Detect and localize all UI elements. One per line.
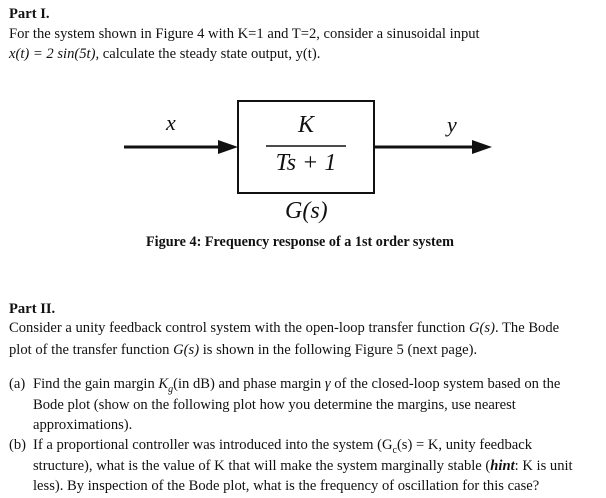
input-arrowhead: [218, 140, 238, 154]
part1-heading: Part I.: [9, 6, 50, 22]
part1-text-line1: For the system shown in Figure 4 with K=…: [9, 26, 480, 42]
transfer-function-symbol: G(s): [173, 342, 200, 358]
item-b-line1-a: If a proportional controller was introdu…: [33, 437, 393, 453]
gain-margin-symbol: K: [158, 376, 169, 392]
item-b-marker: (b): [9, 437, 27, 453]
input-label: x: [166, 110, 176, 135]
gain-margin-subscript: g: [168, 383, 174, 395]
item-a-line1-a: Find the gain margin: [33, 376, 159, 392]
part2-text-line1: Consider a unity feedback control system…: [9, 318, 559, 338]
transfer-denominator: Ts + 1: [275, 150, 337, 176]
transfer-function-block: [237, 100, 375, 194]
hint-label: hint: [490, 458, 515, 474]
item-b-line3: less). By inspection of the Bode plot, w…: [33, 478, 540, 494]
output-arrowhead: [472, 140, 492, 154]
item-a-line3: approximations).: [33, 417, 133, 433]
part2-line1-a: Consider a unity feedback control system…: [9, 320, 469, 336]
output-label: y: [447, 112, 457, 137]
phase-margin-symbol: γ: [324, 376, 331, 392]
transfer-numerator: K: [297, 112, 314, 138]
item-a-line1-b: (in dB) and phase margin: [173, 376, 325, 392]
part2-heading: Part II.: [9, 301, 56, 317]
part1-text-line2-rest: calculate the steady state output, y(t).: [99, 46, 321, 62]
item-a-line2: Bode plot (show on the following plot ho…: [33, 397, 516, 413]
part2-line2-b: is shown in the following Figure 5 (next…: [199, 342, 478, 358]
controller-subscript: c: [392, 444, 397, 456]
part2-line2-a: plot of the transfer function: [9, 342, 174, 358]
item-b-line1-b: (s) = K, unity feedback: [396, 437, 533, 453]
item-b-line1: If a proportional controller was introdu…: [33, 435, 532, 461]
transfer-function-label: G(s): [285, 198, 328, 224]
item-b-line2: structure), what is the value of K that …: [33, 456, 573, 476]
part2-text-line2: plot of the transfer function G(s) is sh…: [9, 340, 477, 360]
figure-caption: Figure 4: Frequency response of a 1st or…: [146, 234, 454, 250]
block-diagram: [124, 100, 492, 194]
item-a-marker: (a): [9, 376, 26, 392]
item-b-line2-a: structure), what is the value of K that …: [33, 458, 491, 474]
part2-line1-b: . The Bode: [494, 320, 560, 336]
item-b-line2-b: : K is unit: [514, 458, 573, 474]
item-a-line1-c: of the closed-loop system based on the: [330, 376, 561, 392]
part1-text-line2: x(t) = 2 sin(5t), calculate the steady s…: [9, 44, 320, 64]
item-a-line1: Find the gain margin Kg(in dB) and phase…: [33, 374, 560, 400]
transfer-function-symbol: G(s): [469, 320, 495, 336]
input-signal-equation: x(t) = 2 sin(5t),: [9, 46, 100, 62]
